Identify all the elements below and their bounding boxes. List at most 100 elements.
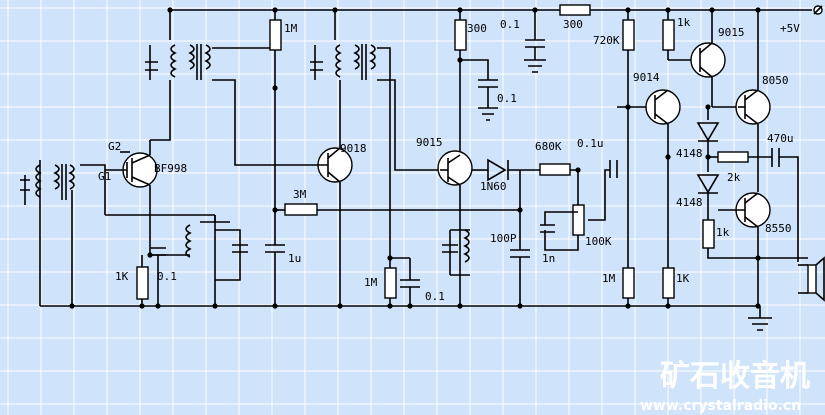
q-9015-b bbox=[662, 10, 726, 107]
label-9014: 9014 bbox=[633, 71, 660, 84]
label-2k: 2k bbox=[727, 171, 741, 184]
r-720k bbox=[622, 19, 635, 51]
junction-dot bbox=[457, 303, 463, 309]
junction-dot bbox=[69, 303, 75, 309]
c-470u bbox=[771, 148, 780, 167]
label-1u: 1u bbox=[288, 252, 301, 265]
junction-dots bbox=[69, 7, 761, 309]
label-g1: G1 bbox=[98, 170, 111, 183]
label-bf998: BF998 bbox=[154, 162, 187, 175]
junction-dot bbox=[457, 7, 463, 13]
label-0p1-low: 0.1 bbox=[425, 290, 445, 303]
label-3m: 3M bbox=[293, 188, 307, 201]
label-300-top: 300 bbox=[467, 22, 487, 35]
label-1k-bottom: 1k bbox=[716, 226, 730, 239]
label-1n60: 1N60 bbox=[480, 180, 507, 193]
junction-dot bbox=[705, 104, 711, 110]
junction-dot bbox=[755, 303, 761, 309]
junction-dot bbox=[272, 85, 278, 91]
junction-dot bbox=[387, 303, 393, 309]
ground-symbols bbox=[478, 59, 772, 331]
r-300-top bbox=[454, 19, 467, 51]
junction-dot bbox=[139, 303, 145, 309]
label-100p: 100P bbox=[490, 232, 517, 245]
junction-dot bbox=[272, 7, 278, 13]
junction-dot bbox=[665, 154, 671, 160]
watermark-title: 矿石收音机 bbox=[660, 359, 810, 394]
junction-dot bbox=[625, 104, 631, 110]
q-9015-a bbox=[437, 10, 498, 306]
junction-dot bbox=[155, 303, 161, 309]
junction-dot bbox=[625, 7, 631, 13]
input-tank-circuit bbox=[20, 160, 106, 306]
r-1k-bottom bbox=[702, 219, 715, 249]
label-1k-right: 1K bbox=[676, 272, 690, 285]
speaker-body bbox=[807, 264, 817, 294]
label-1m-right: 1M bbox=[602, 272, 616, 285]
q-9018 bbox=[310, 80, 353, 306]
label-4148-a: 4148 bbox=[676, 147, 703, 160]
source-network bbox=[105, 214, 248, 306]
label-0p1u: 0.1u bbox=[577, 137, 604, 150]
label-g2: G2 bbox=[108, 140, 121, 153]
rf-tank-1 bbox=[145, 10, 310, 166]
r-3m bbox=[284, 203, 318, 216]
junction-dot bbox=[272, 303, 278, 309]
label-supply: +5V bbox=[780, 22, 800, 35]
junction-dot bbox=[167, 7, 173, 13]
bf998-mosfet bbox=[105, 140, 158, 255]
r-2k bbox=[717, 151, 749, 163]
label-4148-b: 4148 bbox=[676, 196, 703, 209]
r-300-h bbox=[559, 4, 591, 16]
r-1k-left bbox=[136, 266, 149, 300]
label-1k-left: 1K bbox=[115, 270, 129, 283]
detector-bias bbox=[384, 257, 420, 306]
label-9015-a: 9015 bbox=[416, 136, 443, 149]
bf998-body bbox=[122, 152, 158, 188]
junction-dot bbox=[665, 7, 671, 13]
label-100k: 100K bbox=[585, 235, 612, 248]
label-0p1-top: 0.1 bbox=[500, 18, 520, 31]
junction-dot bbox=[625, 303, 631, 309]
audio-driver bbox=[617, 10, 681, 306]
label-1m-top: 1M bbox=[284, 22, 298, 35]
label-0p1-left: 0.1 bbox=[157, 270, 177, 283]
junction-dot bbox=[407, 303, 413, 309]
r-1m-right bbox=[622, 267, 635, 299]
junction-dot bbox=[517, 303, 523, 309]
junction-dot bbox=[532, 7, 538, 13]
junction-dot bbox=[212, 303, 218, 309]
r-680k bbox=[539, 163, 571, 176]
watermark-url: www.crystalradio.cn bbox=[640, 398, 801, 414]
r-1m-top bbox=[269, 19, 282, 51]
bias-network bbox=[265, 10, 520, 306]
junction-dot bbox=[575, 167, 581, 173]
supply-rail bbox=[170, 5, 823, 15]
junction-dot bbox=[457, 57, 463, 63]
junction-dot bbox=[665, 303, 671, 309]
rf-tank-3 bbox=[442, 229, 470, 276]
junction-dot bbox=[755, 7, 761, 13]
label-720k: 720K bbox=[593, 34, 620, 47]
r-1k-top bbox=[662, 19, 675, 51]
output-stage bbox=[696, 10, 825, 318]
label-1k-top: 1k bbox=[677, 16, 691, 29]
junction-dot bbox=[272, 207, 278, 213]
junction-dot bbox=[517, 207, 523, 213]
label-9015-b: 9015 bbox=[718, 26, 745, 39]
r-1k-right bbox=[662, 267, 675, 299]
junction-dot bbox=[705, 154, 711, 160]
label-1m-mid: 1M bbox=[364, 276, 378, 289]
label-470u: 470u bbox=[767, 132, 794, 145]
junction-dot bbox=[755, 255, 761, 261]
supply-filter bbox=[525, 4, 591, 60]
label-8550: 8550 bbox=[765, 222, 792, 235]
junction-dot bbox=[337, 303, 343, 309]
junction-dot bbox=[387, 255, 393, 261]
rf-tank-2 bbox=[310, 10, 440, 270]
r-100k bbox=[572, 204, 585, 236]
label-300-h: 300 bbox=[563, 18, 583, 31]
